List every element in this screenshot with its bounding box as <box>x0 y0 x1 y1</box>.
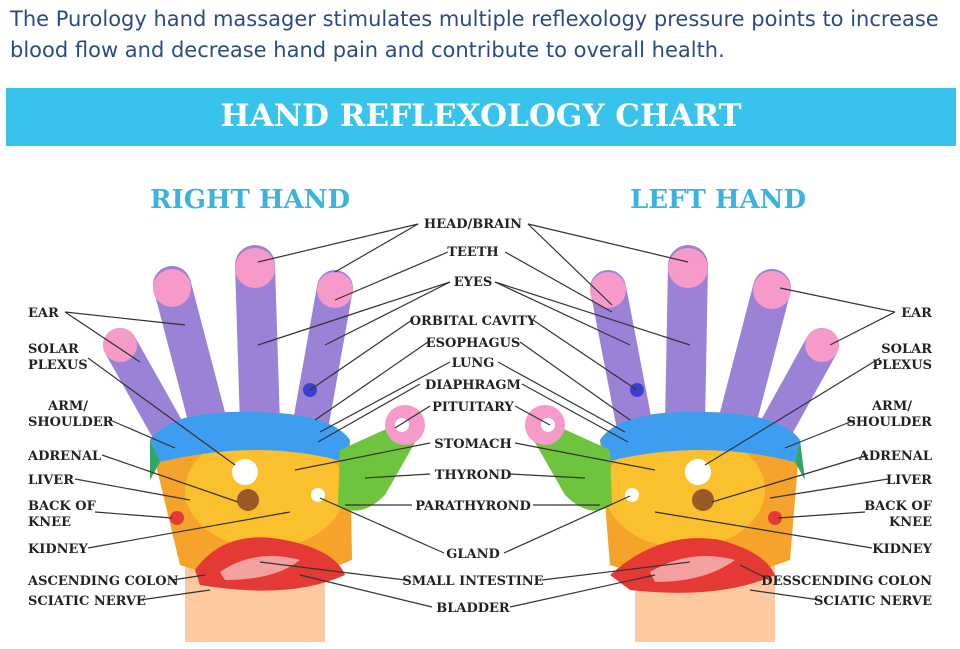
right-fingertips <box>103 248 353 362</box>
left-hand-title: LEFT HAND <box>629 185 806 215</box>
left-palm-center <box>605 432 765 548</box>
right-hand-title: RIGHT HAND <box>150 185 350 215</box>
left-fingertips <box>590 248 839 362</box>
label-ascending-colon: ASCENDING COLON <box>27 574 179 589</box>
label-head-brain: HEAD/BRAIN <box>424 217 522 232</box>
label-arm-shoulder-left-2: SHOULDER <box>847 415 933 430</box>
label-ear-right: EAR <box>28 306 59 321</box>
left-hand-labels: EAR SOLAR PLEXUS ARM/ SHOULDER ADRENAL L… <box>761 306 932 609</box>
label-parathyrond: PARATHYROND <box>415 499 531 514</box>
chart-title: HAND REFLEXOLOGY CHART <box>220 98 742 134</box>
left-knee-spot <box>768 511 782 525</box>
label-sciatic-nerve-left: SCIATIC NERVE <box>814 594 932 609</box>
label-back-of-knee-left-1: BACK OF <box>864 499 933 514</box>
label-esophagus: ESOPHAGUS <box>426 336 521 351</box>
label-small-intestine: SMALL INTESTINE <box>402 574 543 589</box>
label-solar-plexus-left-1: SOLAR <box>881 342 932 357</box>
label-lung: LUNG <box>452 356 495 371</box>
left-solar-spot <box>685 459 711 485</box>
right-adrenal-spot <box>237 489 259 511</box>
label-adrenal-left: ADRENAL <box>858 449 932 464</box>
right-lung-band <box>150 411 350 462</box>
label-bladder: BLADDER <box>436 601 510 616</box>
left-lung-band <box>600 411 800 462</box>
right-palm-center <box>185 432 345 548</box>
label-solar-plexus-right-2: PLEXUS <box>28 358 88 373</box>
intro-text: The Purology hand massager stimulates mu… <box>10 7 939 62</box>
label-orbital-cavity: ORBITAL CAVITY <box>410 314 537 329</box>
label-arm-shoulder-right-1: ARM/ <box>47 399 88 414</box>
label-stomach: STOMACH <box>434 437 512 452</box>
right-knee-spot <box>170 511 184 525</box>
label-sciatic-nerve-right: SCIATIC NERVE <box>28 594 146 609</box>
left-adrenal-spot <box>692 489 714 511</box>
label-thyrond: THYROND <box>435 468 512 483</box>
label-ear-left: EAR <box>901 306 932 321</box>
left-pituitary-spot <box>625 488 639 502</box>
leader-lines <box>64 223 896 608</box>
title-banner: HAND REFLEXOLOGY CHART <box>6 88 956 146</box>
label-desscending-colon: DESSCENDING COLON <box>761 574 932 589</box>
right-hand-illustration <box>103 245 425 642</box>
label-solar-plexus-left-2: PLEXUS <box>872 358 932 373</box>
label-arm-shoulder-left-1: ARM/ <box>871 399 912 414</box>
label-liver-left: LIVER <box>886 473 932 488</box>
label-back-of-knee-right-1: BACK OF <box>28 499 97 514</box>
label-kidney-left: KIDNEY <box>872 542 932 557</box>
label-liver-right: LIVER <box>28 473 74 488</box>
right-solar-spot <box>232 459 258 485</box>
label-arm-shoulder-right-2: SHOULDER <box>28 415 114 430</box>
label-kidney-right: KIDNEY <box>28 542 88 557</box>
left-hand-illustration <box>525 245 839 642</box>
label-adrenal-right: ADRENAL <box>27 449 101 464</box>
label-teeth: TEETH <box>447 245 498 260</box>
right-hand-labels: EAR SOLAR PLEXUS ARM/ SHOULDER ADRENAL L… <box>27 306 179 609</box>
label-pituitary: PITUITARY <box>432 400 514 415</box>
label-back-of-knee-right-2: KNEE <box>28 515 71 530</box>
label-solar-plexus-right-1: SOLAR <box>28 342 79 357</box>
center-labels: HEAD/BRAIN TEETH EYES ORBITAL CAVITY ESO… <box>402 217 543 616</box>
label-gland: GLAND <box>446 547 500 562</box>
label-diaphragm: DIAPHRAGM <box>425 378 521 393</box>
label-back-of-knee-left-2: KNEE <box>889 515 932 530</box>
label-eyes: EYES <box>454 275 493 290</box>
